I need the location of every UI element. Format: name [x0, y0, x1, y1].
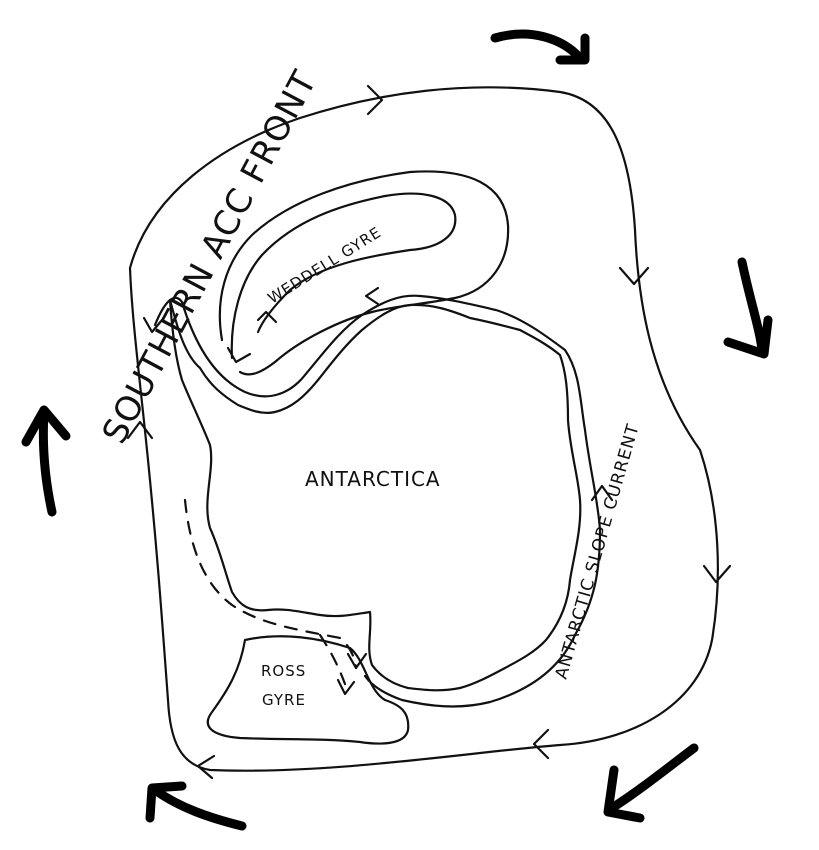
- chevron-icon: [346, 652, 368, 670]
- chevron-icon: [366, 84, 384, 116]
- slope-current-chevrons: [142, 286, 614, 502]
- acc-front-chevrons: [126, 84, 732, 780]
- chevron-icon: [532, 728, 550, 760]
- chevron-icon: [336, 678, 356, 696]
- chevron-icon: [196, 754, 216, 780]
- chevron-icon: [126, 420, 154, 440]
- chevron-icon: [702, 564, 732, 584]
- flow-arrows: [21, 29, 773, 831]
- chevron-icon: [142, 316, 164, 334]
- weddell-gyre-chevrons: [226, 310, 278, 364]
- chevron-icon: [364, 286, 380, 306]
- chevron-icon: [618, 266, 650, 286]
- ross-inflow-dashed-2: [318, 633, 347, 686]
- ross-inflow-dashed: [183, 498, 358, 670]
- acc-front-label: SOUTHERN ACC FRONT: [95, 64, 326, 450]
- chevron-icon: [256, 310, 278, 324]
- curved-arrow-icon: [21, 405, 71, 517]
- curved-arrow-icon: [490, 29, 590, 65]
- acc-front-loop: [128, 86, 719, 772]
- slope-current-label: ANTARCTIC SLOPE CURRENT: [552, 421, 644, 681]
- antarctica-coastline: [168, 298, 582, 692]
- weddell-gyre-loop: [230, 192, 457, 360]
- chevron-icon: [226, 346, 252, 364]
- ross-gyre-chevrons: [336, 652, 368, 696]
- curved-arrow-icon: [145, 781, 247, 831]
- slope-current-path: [153, 294, 602, 708]
- ross-gyre-label-line2: GYRE: [262, 691, 306, 709]
- weddell-gyre-outer: [218, 170, 510, 376]
- curved-arrow-icon: [723, 257, 773, 359]
- curved-arrow-icon: [603, 743, 699, 823]
- ross-gyre-label-line1: ROSS: [261, 662, 306, 680]
- ross-gyre-loop: [206, 635, 410, 745]
- chevron-icon: [590, 484, 614, 502]
- antarctica-label: ANTARCTICA: [305, 467, 441, 491]
